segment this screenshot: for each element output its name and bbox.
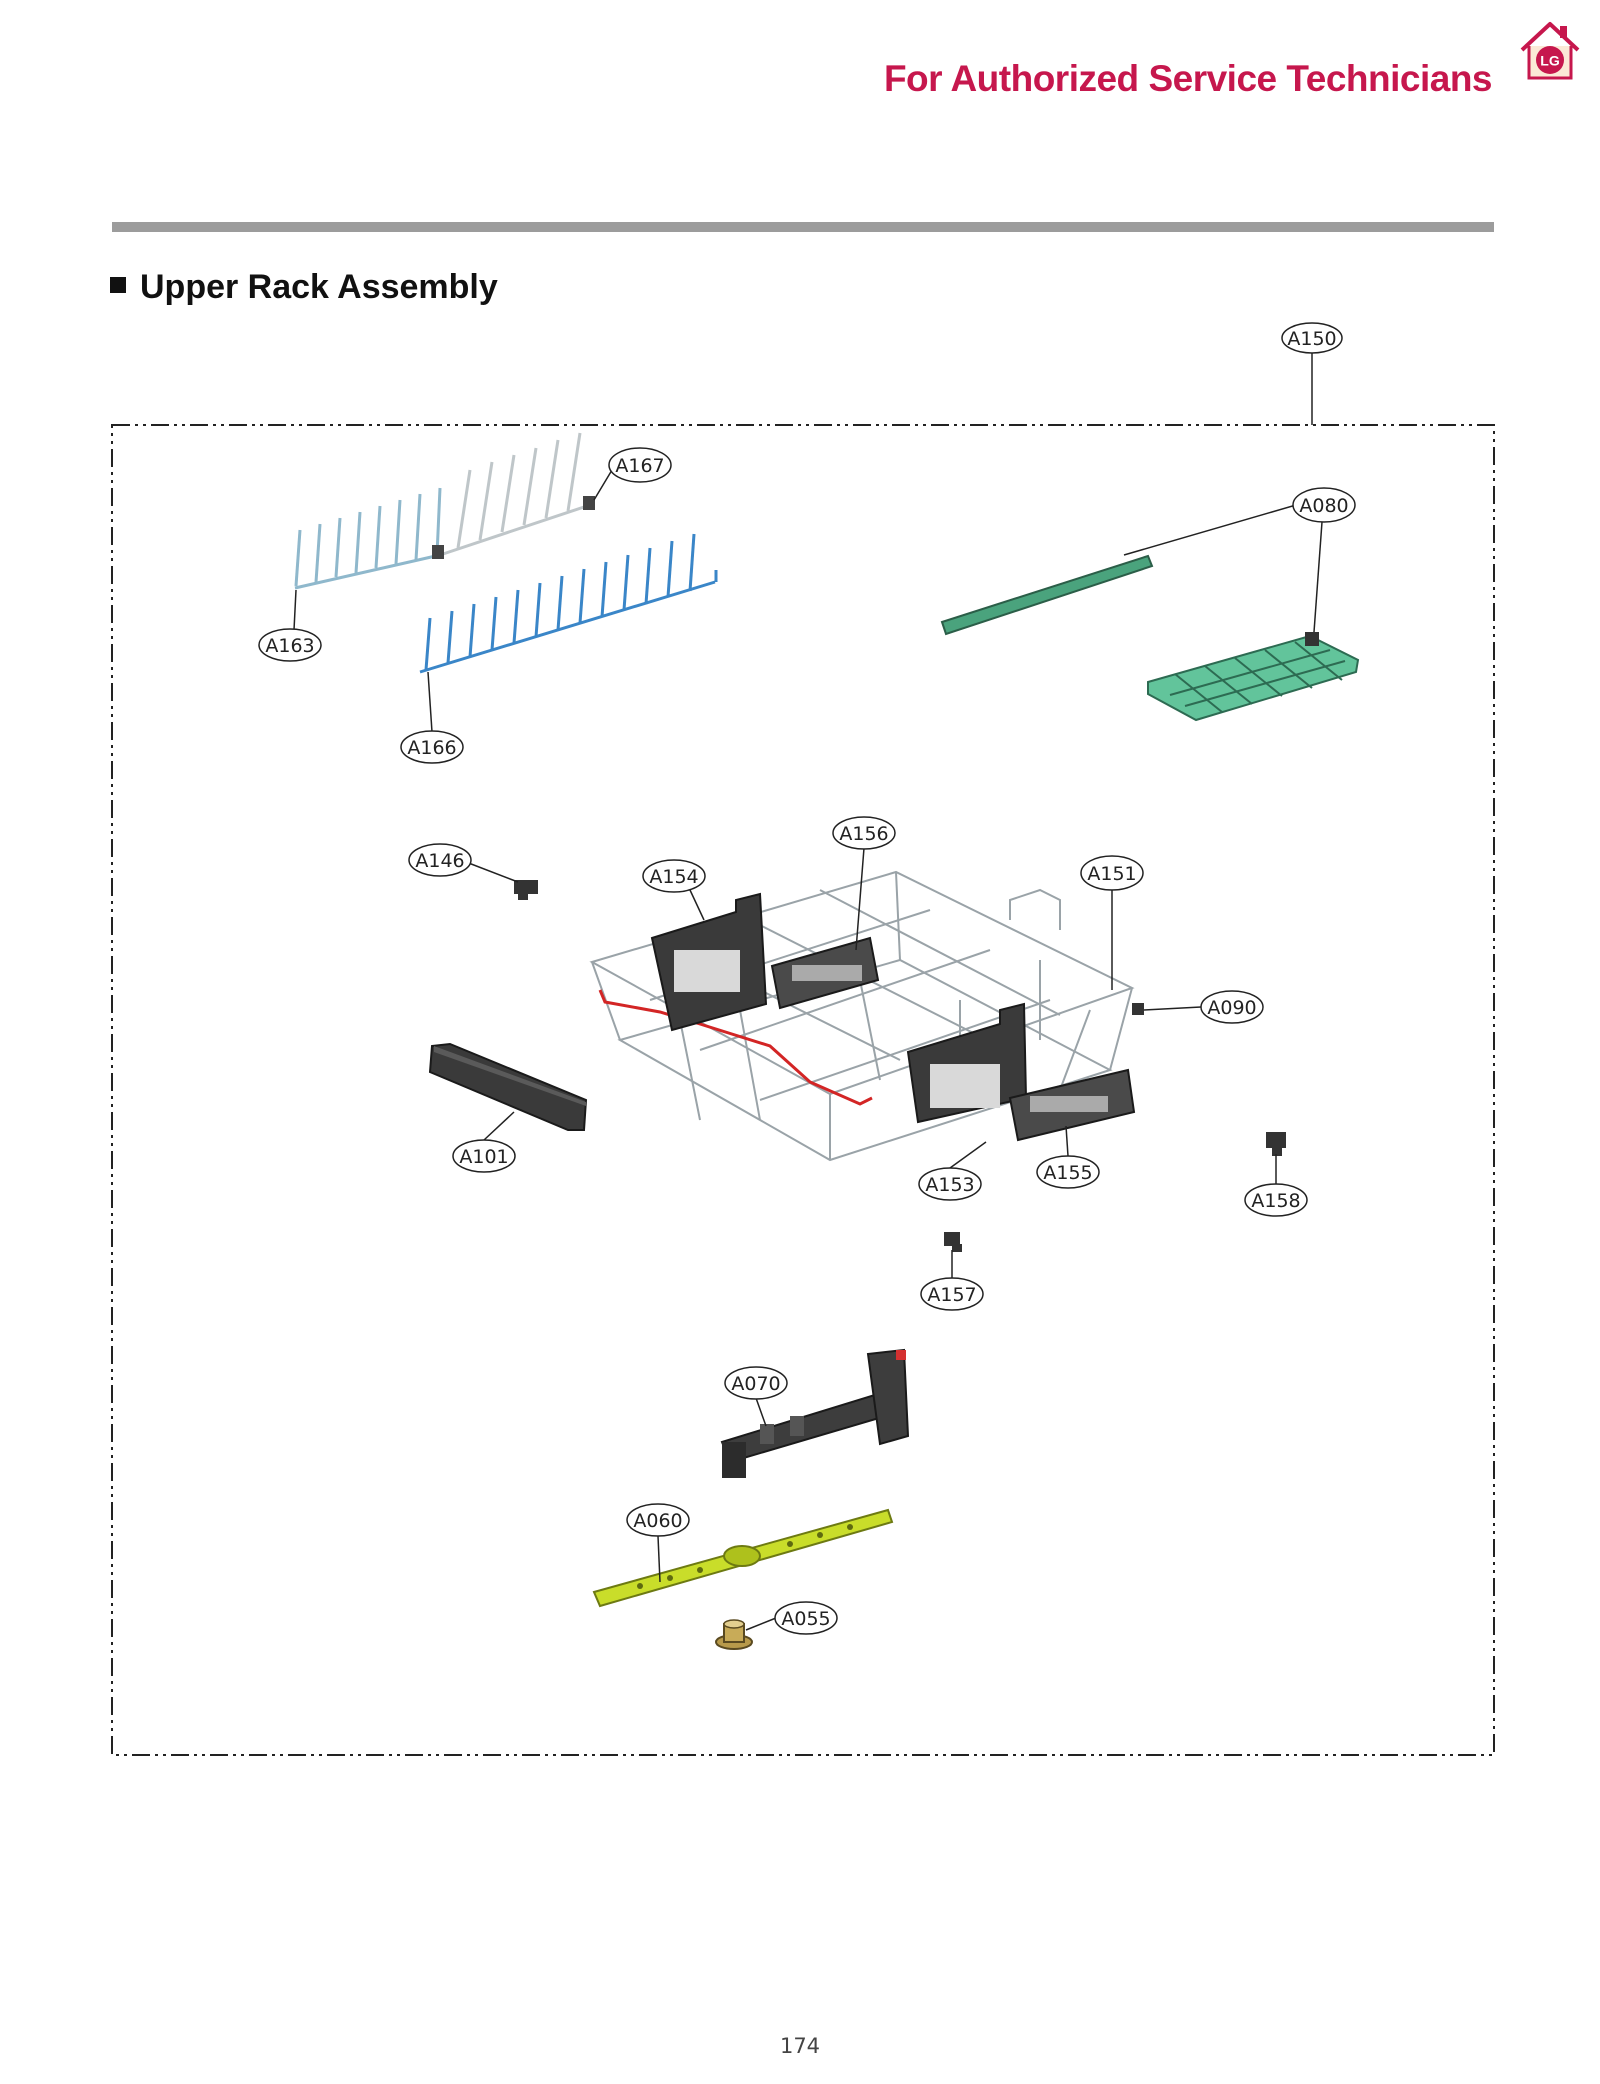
callout-a055: A055 <box>774 1601 838 1635</box>
svg-text:A060: A060 <box>633 1510 682 1532</box>
svg-text:A146: A146 <box>415 850 464 872</box>
svg-text:A163: A163 <box>265 635 314 657</box>
leader-lines <box>293 352 1323 1631</box>
part-a155-rail <box>1008 1068 1136 1142</box>
callout-a167: A167 <box>608 447 672 483</box>
svg-text:A055: A055 <box>781 1608 830 1630</box>
svg-text:A156: A156 <box>839 823 888 845</box>
part-a167-tine-row <box>439 432 591 557</box>
svg-text:A166: A166 <box>407 737 456 759</box>
svg-text:A150: A150 <box>1287 328 1336 350</box>
part-a166-tine-row <box>419 533 718 674</box>
callout-a146: A146 <box>408 843 472 877</box>
part-a163-tine-row <box>294 487 442 590</box>
callout-a090: A090 <box>1200 990 1264 1024</box>
svg-text:A151: A151 <box>1087 863 1136 885</box>
part-a055-nut <box>715 1619 753 1650</box>
callout-a163: A163 <box>258 628 322 662</box>
svg-text:A070: A070 <box>731 1373 780 1395</box>
svg-text:A080: A080 <box>1299 495 1348 517</box>
svg-text:A154: A154 <box>649 866 698 888</box>
callout-a158: A158 <box>1244 1183 1308 1217</box>
a163-clip <box>432 545 444 559</box>
a167-clip <box>583 496 595 510</box>
callout-a151: A151 <box>1080 855 1144 891</box>
square-bullet-icon <box>110 277 126 293</box>
part-a101-handle <box>428 1042 588 1131</box>
header-title: For Authorized Service Technicians <box>883 58 1493 99</box>
callout-a060: A060 <box>626 1503 690 1537</box>
callout-a153: A153 <box>918 1167 982 1201</box>
lg-house-logo-icon: LG <box>1520 22 1580 80</box>
header-divider <box>112 222 1494 232</box>
section-title-text: Upper Rack Assembly <box>140 268 498 306</box>
callout-a101: A101 <box>452 1139 516 1173</box>
part-a157-stopper <box>944 1232 962 1252</box>
part-a154-bracket <box>650 892 768 1032</box>
assembly-boundary <box>111 424 1495 1756</box>
part-a153-bracket <box>906 1002 1028 1124</box>
callout-a154: A154 <box>642 859 706 893</box>
svg-text:A155: A155 <box>1043 1162 1092 1184</box>
callout-a150: A150 <box>1281 322 1343 354</box>
part-a158-stopper <box>1266 1132 1286 1156</box>
svg-text:A101: A101 <box>459 1146 508 1168</box>
part-a151-red-wire <box>598 989 873 1106</box>
section-title: Upper Rack Assembly <box>110 268 498 307</box>
callout-a070: A070 <box>724 1366 788 1400</box>
part-a070-feeder-pipe <box>720 1348 910 1478</box>
part-a146-stopper <box>514 880 538 900</box>
part-a080-rail <box>940 554 1154 636</box>
svg-text:A153: A153 <box>925 1174 974 1196</box>
part-a090-clip <box>1132 1003 1144 1015</box>
svg-text:A158: A158 <box>1251 1190 1300 1212</box>
svg-text:A090: A090 <box>1207 997 1256 1019</box>
svg-text:A167: A167 <box>615 455 664 477</box>
callout-a156: A156 <box>832 816 896 850</box>
callout-a080: A080 <box>1292 487 1356 523</box>
callout-a157: A157 <box>920 1277 984 1311</box>
part-a080-grid-basket <box>1147 632 1360 722</box>
part-a156-rail <box>770 936 880 1010</box>
part-a060-spray-arm <box>592 1508 894 1608</box>
svg-text:A157: A157 <box>927 1284 976 1306</box>
logo-text: LG <box>1540 53 1560 69</box>
callout-a166: A166 <box>400 730 464 764</box>
page-number: 174 <box>779 2034 821 2058</box>
callout-a155: A155 <box>1036 1155 1100 1189</box>
